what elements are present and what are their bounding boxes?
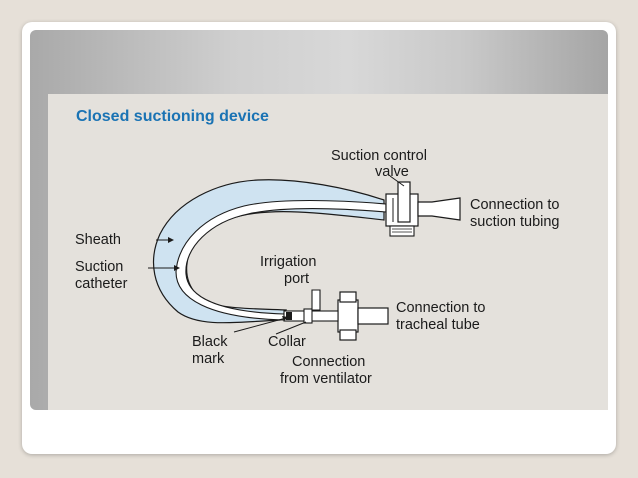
label-suction-catheter-2: catheter [75, 276, 128, 292]
sheath-shape [153, 179, 385, 324]
label-sheath: Sheath [75, 232, 121, 248]
label-connection-ventilator-1: Connection [292, 354, 366, 370]
label-connection-ventilator-2: from ventilator [280, 371, 372, 387]
label-connection-suction-1: Connection to [470, 197, 560, 213]
figure-title: Closed suctioning device [76, 108, 269, 125]
label-connection-tracheal-1: Connection to [396, 300, 486, 316]
label-black-mark-2: mark [192, 351, 225, 367]
label-irrigation-port-2: port [284, 271, 309, 287]
label-collar: Collar [268, 334, 306, 350]
collar [303, 308, 313, 324]
valve-thread-cap [389, 225, 415, 237]
label-suction-control-valve-2: valve [375, 164, 409, 180]
tracheal-connector [357, 307, 389, 325]
valve-plunger [397, 181, 411, 223]
suction-device-drawing [148, 175, 461, 341]
t-piece-body [337, 299, 359, 333]
label-suction-control-valve-1: Suction control [331, 148, 427, 164]
diagram-figure: Closed suctioning device [48, 94, 608, 410]
suction-connector [417, 197, 461, 221]
t-piece-bottom [339, 329, 357, 341]
irrigation-port [311, 289, 321, 311]
label-irrigation-port-1: Irrigation [260, 254, 317, 270]
t-piece-top [339, 291, 357, 303]
label-black-mark-1: Black [192, 334, 228, 350]
label-connection-tracheal-2: tracheal tube [396, 317, 480, 333]
label-connection-suction-2: suction tubing [470, 214, 560, 230]
label-suction-catheter-1: Suction [75, 259, 124, 275]
black-mark [286, 312, 292, 320]
